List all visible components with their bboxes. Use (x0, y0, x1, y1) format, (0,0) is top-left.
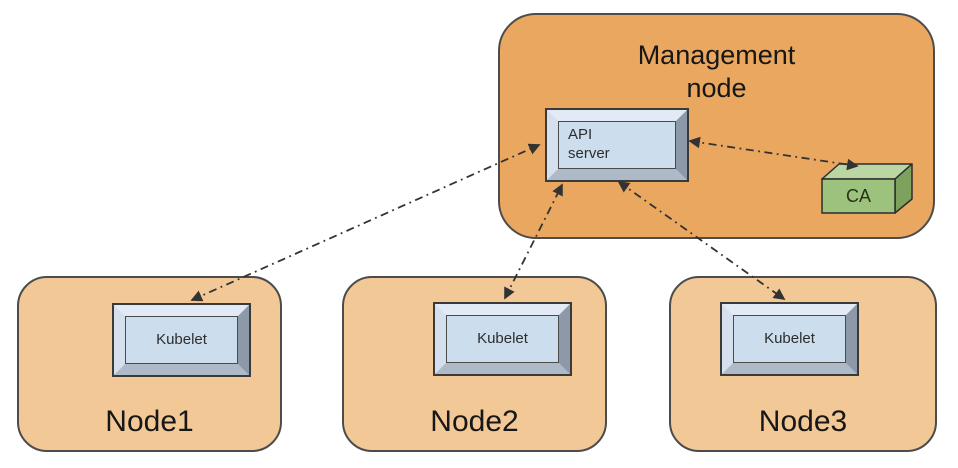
api-server-label: API server (568, 126, 610, 162)
kubelet-label-node1: Kubelet (156, 330, 207, 348)
ca-front-face (821, 178, 896, 214)
node3-box: Kubelet Node3 (669, 276, 937, 452)
kubelet-label-node3: Kubelet (764, 329, 815, 347)
node1-label: Node1 (105, 405, 194, 438)
ca-label: CA (845, 185, 871, 206)
kubelet-chip-node1: Kubelet (114, 305, 249, 375)
node2-box: Kubelet Node2 (342, 276, 607, 452)
kubelet-chip-node2: Kubelet (435, 304, 570, 374)
node1-box: Kubelet Node1 (17, 276, 282, 452)
api-server-chip: API server (547, 110, 687, 180)
kubelet-chip-node3: Kubelet (722, 304, 857, 374)
node2-label: Node2 (430, 405, 519, 438)
ca-cuboid: CA (820, 163, 915, 215)
node3-label: Node3 (758, 405, 848, 438)
management-node-label: Management node (637, 40, 796, 103)
kubelet-label-node2: Kubelet (477, 329, 528, 347)
management-node-box: Management node API server CA (498, 13, 935, 239)
